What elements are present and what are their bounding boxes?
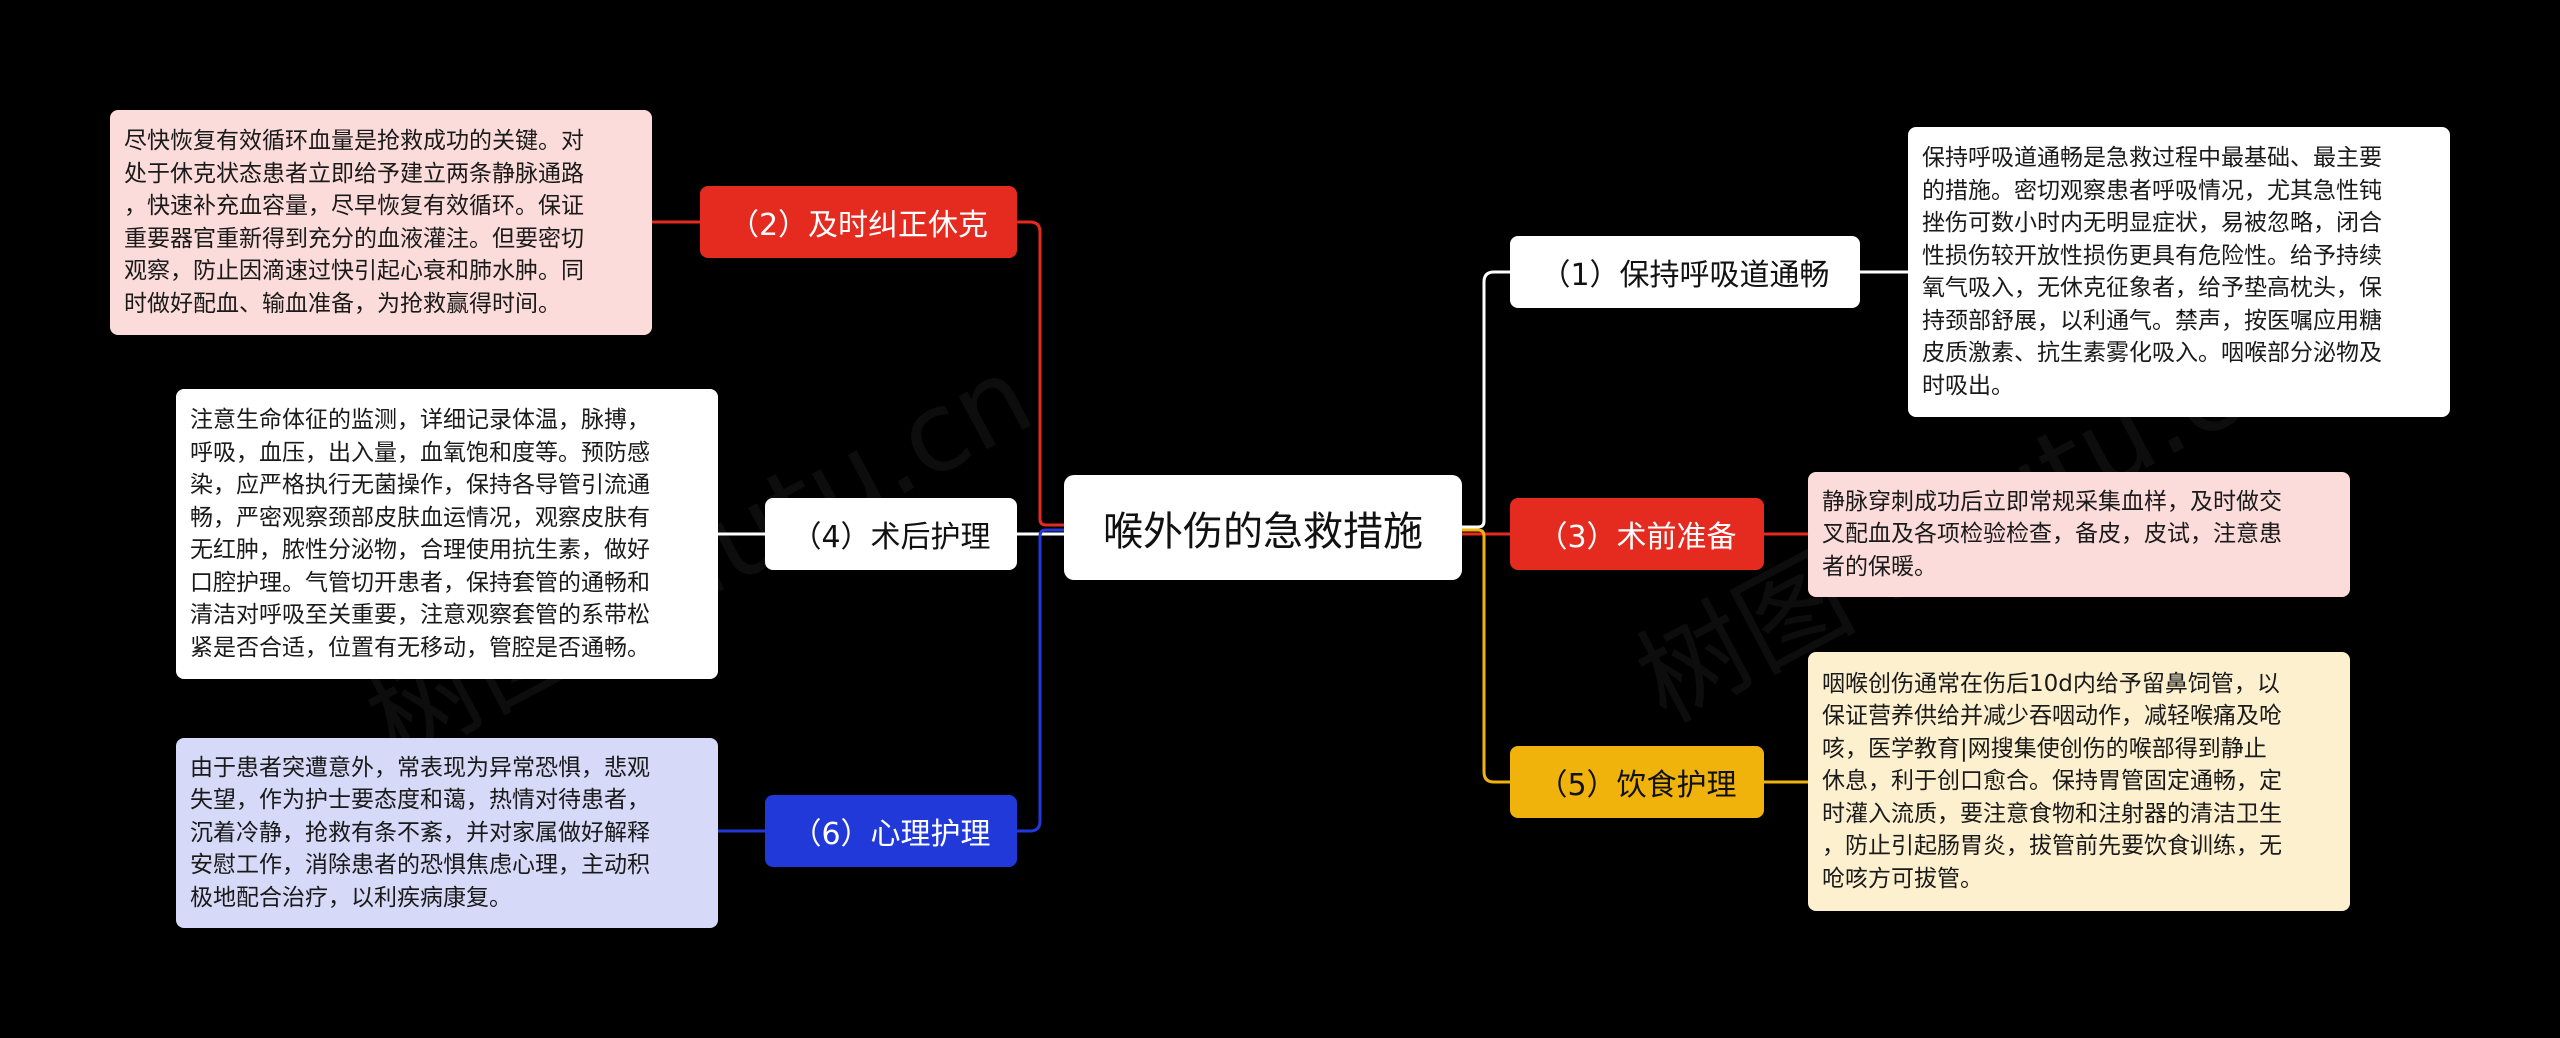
note-line: 的措施。密切观察患者呼吸情况，尤其急性钝 xyxy=(1922,177,2382,204)
note-psychological-care[interactable]: 由于患者突遭意外，常表现为异常恐惧，悲观 失望，作为护士要态度和蔼，热情对待患者… xyxy=(176,738,718,928)
note-line: 紧是否合适，位置有无移动，管腔是否通畅。 xyxy=(190,634,650,661)
connector-root-to-branch-6 xyxy=(1017,528,1064,833)
note-line: ，快速补充血容量，尽早恢复有效循环。保证 xyxy=(124,193,584,219)
connector-root-to-branch-2 xyxy=(1017,220,1064,527)
note-line: 处于休克状态患者立即给予建立两条静脉通路 xyxy=(124,160,584,187)
note-line: 性损伤较开放性损伤更具有危险性。给予持续 xyxy=(1922,242,2382,269)
root-topic[interactable]: 喉外伤的急救措施 xyxy=(1064,475,1462,580)
note-line: 挫伤可数小时内无明显症状，易被忽略，闭合 xyxy=(1922,210,2382,236)
branch-correct-shock[interactable]: （2）及时纠正休克 xyxy=(700,186,1017,258)
note-line: 时灌入流质，要注意食物和注射器的清洁卫生 xyxy=(1822,800,2282,827)
note-line: ，防止引起肠胃炎，拔管前先要饮食训练，无 xyxy=(1822,833,2282,860)
branch-postoperative-care[interactable]: （4）术后护理 xyxy=(765,498,1017,570)
note-line: 失望，作为护士要态度和蔼，热情对待患者， xyxy=(190,787,650,814)
note-line: 咳，医学教育|网搜集使创伤的喉部得到静止 xyxy=(1822,735,2267,762)
note-line: 尽快恢复有效循环血量是抢救成功的关键。对 xyxy=(124,128,584,154)
note-line: 极地配合治疗，以利疾病康复。 xyxy=(190,884,512,911)
note-line: 时吸出。 xyxy=(1922,372,2014,399)
note-line: 口腔护理。气管切开患者，保持套管的通畅和 xyxy=(190,569,650,596)
note-line: 注意生命体征的监测，详细记录体温，脉搏， xyxy=(190,407,650,433)
note-line: 持颈部舒展，以利通气。禁声，按医嘱应用糖 xyxy=(1922,307,2382,334)
note-line: 沉着冷静，抢救有条不紊，并对家属做好解释 xyxy=(190,819,650,846)
note-diet-care[interactable]: 咽喉创伤通常在伤后10d内给予留鼻饲管，以 保证营养供给并减少吞咽动作，减轻喉痛… xyxy=(1808,652,2350,911)
note-line: 时做好配血、输血准备，为抢救赢得时间。 xyxy=(124,290,561,317)
note-line: 呼吸，血压，出入量，血氧饱和度等。预防感 xyxy=(190,439,650,466)
note-keep-airway-open[interactable]: 保持呼吸道通畅是急救过程中最基础、最主要 的措施。密切观察患者呼吸情况，尤其急性… xyxy=(1908,127,2450,417)
branch-keep-airway-open[interactable]: （1）保持呼吸道通畅 xyxy=(1510,236,1860,308)
note-line: 保证营养供给并减少吞咽动作，减轻喉痛及呛 xyxy=(1822,703,2282,730)
note-line: 咽喉创伤通常在伤后10d内给予留鼻饲管，以 xyxy=(1822,670,2280,697)
note-preoperative-preparation[interactable]: 静脉穿刺成功后立即常规采集血样，及时做交 叉配血及各项检验检查，备皮，皮试，注意… xyxy=(1808,472,2350,597)
note-line: 皮质激素、抗生素雾化吸入。咽喉部分泌物及 xyxy=(1922,340,2382,366)
note-line: 休息，利于创口愈合。保持胃管固定通畅，定 xyxy=(1822,768,2282,795)
note-line: 染，应严格执行无菌操作，保持各导管引流通 xyxy=(190,472,650,498)
note-line: 观察，防止因滴速过快引起心衰和肺水肿。同 xyxy=(124,258,584,284)
note-line: 氧气吸入，无休克征象者，给予垫高枕头，保 xyxy=(1922,275,2382,301)
note-line: 重要器官重新得到充分的血液灌注。但要密切 xyxy=(124,225,584,252)
connector-root-to-branch-1 xyxy=(1462,270,1510,529)
connector-root-to-branch-5 xyxy=(1462,528,1510,784)
branch-preoperative-preparation[interactable]: （3）术前准备 xyxy=(1510,498,1764,570)
note-line: 畅，严密观察颈部皮肤血运情况，观察皮肤有 xyxy=(190,504,650,531)
branch-diet-care[interactable]: （5）饮食护理 xyxy=(1510,746,1764,818)
note-line: 叉配血及各项检验检查，备皮，皮试，注意患 xyxy=(1822,521,2282,548)
note-line: 由于患者突遭意外，常表现为异常恐惧，悲观 xyxy=(190,754,650,781)
note-postoperative-care[interactable]: 注意生命体征的监测，详细记录体温，脉搏， 呼吸，血压，出入量，血氧饱和度等。预防… xyxy=(176,389,718,679)
note-line: 呛咳方可拔管。 xyxy=(1822,865,1983,892)
note-line: 安慰工作，消除患者的恐惧焦虑心理，主动积 xyxy=(190,852,650,879)
note-line: 无红肿，脓性分泌物，合理使用抗生素，做好 xyxy=(190,537,650,563)
note-line: 保持呼吸道通畅是急救过程中最基础、最主要 xyxy=(1922,145,2382,171)
branch-psychological-care[interactable]: （6）心理护理 xyxy=(765,795,1017,867)
note-correct-shock[interactable]: 尽快恢复有效循环血量是抢救成功的关键。对 处于休克状态患者立即给予建立两条静脉通… xyxy=(110,110,652,335)
note-line: 者的保暖。 xyxy=(1822,553,1937,580)
note-line: 清洁对呼吸至关重要，注意观察套管的系带松 xyxy=(190,602,650,628)
note-line: 静脉穿刺成功后立即常规采集血样，及时做交 xyxy=(1822,488,2282,515)
